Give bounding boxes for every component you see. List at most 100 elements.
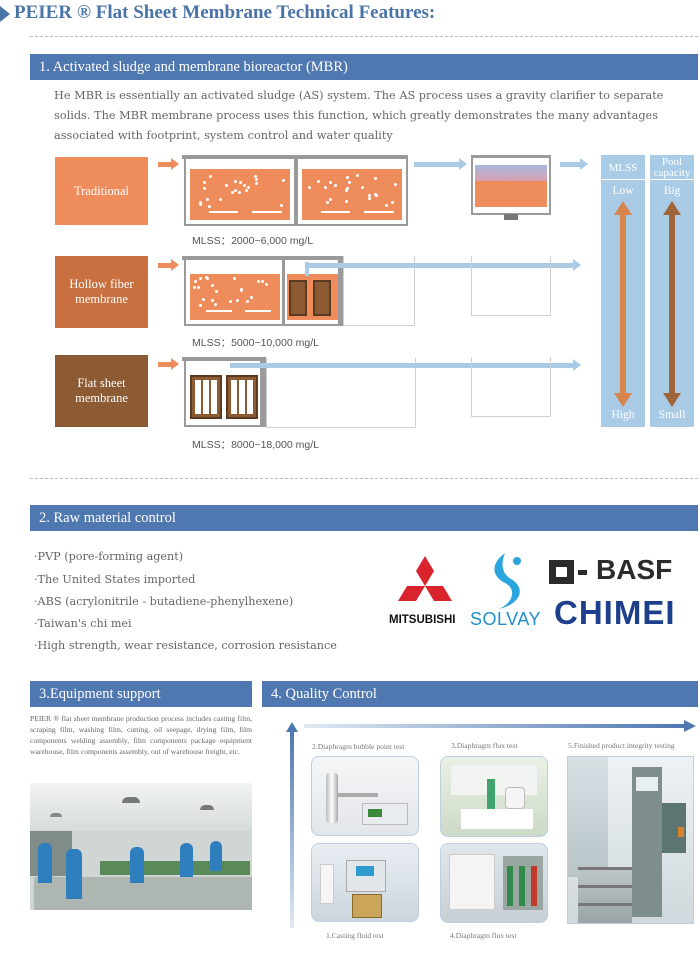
aeration-bubble [356,173,360,177]
section-heading-equipment: 3.Equipment support [30,681,252,707]
photo-bubble-point-test [311,756,419,836]
basf-wordmark: BASF [596,554,673,585]
aeration-bubble [374,193,378,197]
permeate-pipe-icon [305,259,581,271]
pool-capacity-column: Pool capacity Big Small [650,155,694,427]
mbr-description: He MBR is essentially an activated sludg… [54,89,664,142]
influent-arrow-icon [158,358,179,370]
unused-tank [266,358,416,428]
list-item: ·PVP (pore-forming agent) [34,550,184,563]
permeate-riser [305,262,309,276]
divider [30,478,698,479]
permeate-pipe-icon [230,359,581,371]
unused-clarifier [471,357,551,417]
pool-capacity-small: Small [658,409,686,421]
mlss-column-head: MLSS [608,162,638,174]
aeration-bubble [384,203,388,207]
section-heading-mbr: 1. Activated sludge and membrane bioreac… [30,54,698,80]
solvay-logo [494,553,521,609]
double-arrow-icon [614,201,632,407]
mlss-high: High [611,409,635,421]
aeration-bubble [256,279,260,283]
mlss-hollow-fiber: MLSS：5000~10,000 mg/L [192,337,319,349]
aeration-bubble [231,190,235,194]
aeration-bubble [348,180,352,184]
row-label-flat-sheet: Flat sheet membrane [55,355,148,427]
aeration-bubble [373,177,377,181]
aeration-bubble [391,200,395,204]
aeration-tank [184,260,284,326]
caption-flux-test-4: 4.Diaphragm flux test [450,931,517,940]
aeration-bubble [206,197,210,201]
aeration-bubble [236,299,240,303]
clarifier-rim [471,155,551,158]
aeration-bubble [210,284,214,288]
basf-square-icon [549,560,574,584]
flow-pipe-icon [414,158,467,170]
aeration-bubble [199,303,203,307]
row-label-hollow-fiber: Hollow fiber membrane [55,256,148,328]
list-item: ·Taiwan's chi mei [34,617,132,630]
factory-photo [30,783,252,910]
aeration-bubble [253,175,257,179]
unused-tank [343,256,415,326]
clarifier-tank [471,155,551,215]
aeration-bubble [208,174,212,178]
aeration-bubble [393,183,397,187]
aeration-bubble [238,180,242,184]
aeration-bubble [249,295,253,299]
list-item: ·The United States imported [34,573,196,586]
aeration-bubble [368,193,371,197]
double-arrow-icon [663,201,681,407]
aeration-bubble [255,181,259,185]
aeration-bubble [261,280,265,284]
section-heading-raw-material: 2. Raw material control [30,505,698,531]
list-item: ·ABS (acrylonitrile - butadiene-phenylhe… [34,595,294,608]
mitsubishi-logo [398,556,452,601]
aeration-bubble [202,180,206,184]
aeration-bubble [218,198,222,201]
aeration-bubble [326,201,330,205]
photo-casting-fluid-test [311,843,419,922]
caption-bubble-point: 2.Diaphragm bubble point test [312,742,405,751]
timeline-arrow-icon [286,722,298,928]
basf-dash [578,570,587,575]
mlss-traditional: MLSS：2000~6,000 mg/L [192,235,314,247]
aeration-diffuser [364,211,394,213]
aeration-bubble [197,285,201,289]
timeline-arrow-icon [304,720,696,732]
aeration-bubble [246,300,250,304]
aeration-bubble [255,178,259,182]
tank-top-rail [182,155,408,159]
aeration-bubble [375,193,379,197]
flat-sheet-tank [184,361,266,427]
mlss-flat-sheet: MLSS：8000~18,000 mg/L [192,439,319,451]
unused-clarifier [471,256,551,316]
aeration-bubble [345,199,349,203]
aeration-bubble [198,276,202,280]
divider [30,36,698,37]
tank-top-rail [182,357,266,361]
mlss-low: Low [612,185,634,197]
aeration-bubble [192,286,196,290]
aeration-bubble [203,187,207,191]
aeration-bubble [334,184,338,188]
aeration-bubble [199,201,203,205]
aeration-bubble [316,180,320,184]
aeration-bubble [280,204,284,208]
aeration-bubble [328,180,332,184]
row-label-traditional: Traditional [55,157,148,225]
pool-capacity-head: Pool capacity [653,156,691,179]
aeration-bubble [202,298,206,302]
mitsubishi-wordmark: MITSUBISHI [389,614,456,626]
photo-integrity-testing [567,756,694,924]
clarifier-outlet [504,214,518,220]
aeration-bubble [265,283,269,287]
aeration-bubble [247,186,251,190]
aeration-bubble [368,196,372,200]
aeration-bubble [210,299,214,303]
aeration-bubble [240,289,244,293]
aeration-bubble [345,188,349,192]
aeration-bubble [233,189,237,193]
equipment-description: PEIER ® flat sheet membrane production p… [30,714,252,756]
